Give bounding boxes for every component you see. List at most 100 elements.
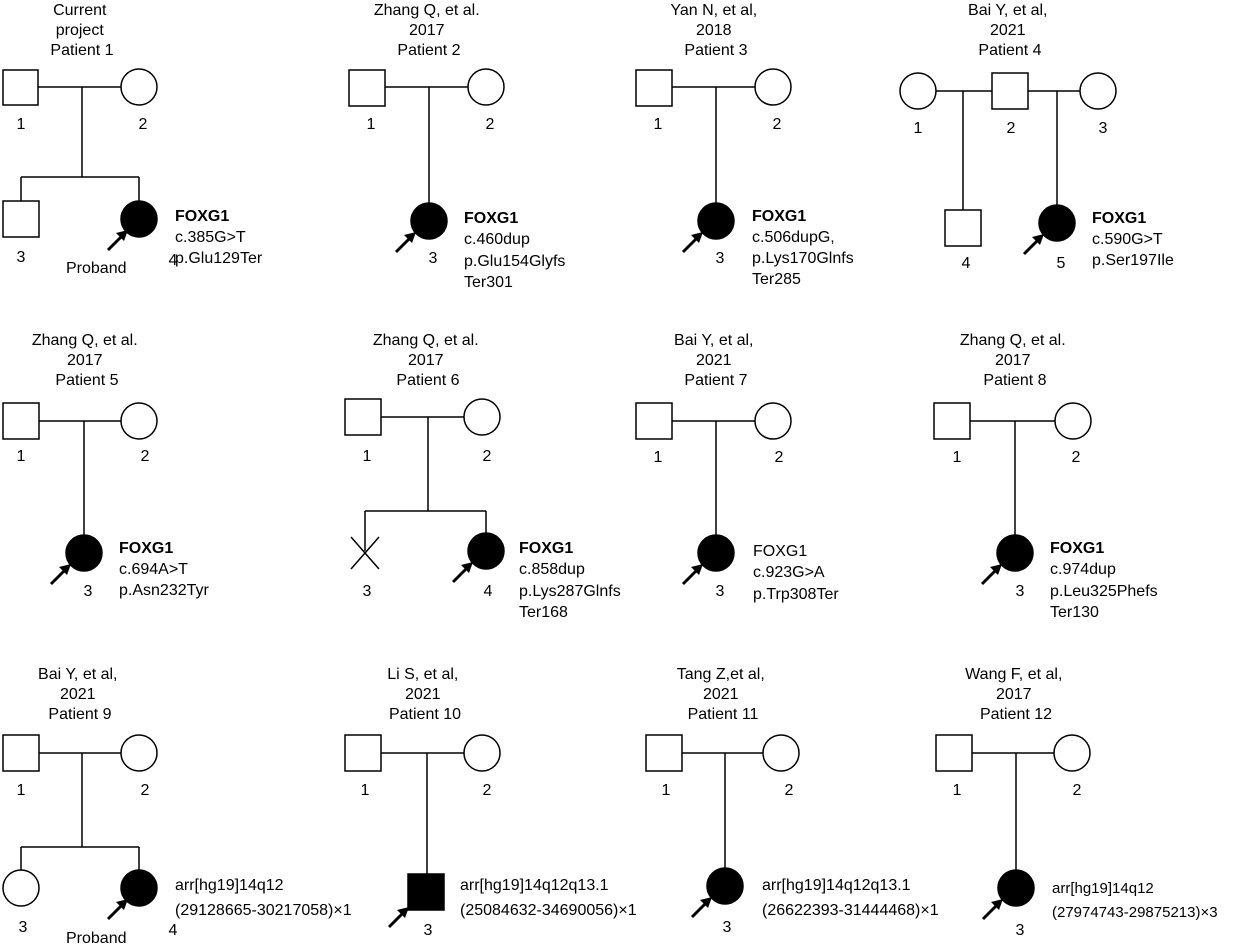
pedigree-patient-1: Current project Patient 1 1 2 3 4 Proban…: [2, 2, 263, 277]
pedigree-title: Li S, et al, 2021 Patient 10: [387, 666, 463, 723]
male-symbol: [344, 398, 382, 436]
member-label: 2: [785, 782, 794, 799]
female-symbol: [463, 734, 501, 772]
member-label: 2: [141, 448, 150, 465]
pedigree-patient-4: Bai Y, et al, 2021 Patient 4 1 2 3 4 5 F…: [899, 2, 1174, 272]
pedigree-title: Yan N, et al, 2018 Patient 3: [670, 2, 761, 59]
male-symbol: [635, 402, 673, 440]
proband-arrow-icon: [690, 897, 712, 919]
variant-text: FOXG1 c.923G>A p.Trp308Ter: [753, 543, 839, 603]
proband-arrow-icon: [49, 564, 71, 586]
proband-arrow-icon: [981, 899, 1003, 921]
male-symbol: [933, 402, 971, 440]
proband-label: Proband: [66, 260, 127, 277]
member-label: 3: [1016, 922, 1025, 939]
member-label: 1: [654, 116, 663, 133]
member-label: 1: [17, 448, 26, 465]
affected-female-symbol: [1038, 204, 1076, 242]
male-symbol: [935, 734, 973, 772]
pedigree-patient-8: Zhang Q, et al. 2017 Patient 8 1 2 3 FOX…: [933, 332, 1162, 621]
variant-text: arr[hg19]14q12 (29128665-30217058)×1: [175, 877, 352, 919]
member-label: 3: [19, 919, 28, 936]
female-symbol: [467, 68, 505, 106]
member-label: 3: [429, 250, 438, 267]
member-label: 2: [486, 116, 495, 133]
member-label: 3: [716, 583, 725, 600]
affected-female-symbol: [65, 534, 103, 572]
member-label: 3: [1016, 583, 1025, 600]
member-label: 4: [962, 255, 971, 272]
member-label: 3: [17, 249, 26, 266]
variant-text: FOXG1 c.694A>T p.Asn232Tyr: [119, 540, 210, 599]
male-symbol: [2, 402, 40, 440]
variant-text: FOXG1 c.974dup p.Leu325Phefs Ter130: [1050, 540, 1162, 621]
affected-female-symbol: [706, 867, 744, 905]
female-symbol: [120, 734, 158, 772]
pedigree-title: Zhang Q, et al. 2017 Patient 8: [960, 332, 1070, 389]
pedigree-title: Bai Y, et al, 2021 Patient 4: [968, 2, 1052, 59]
female-symbol: [463, 398, 501, 436]
affected-female-symbol: [410, 202, 448, 240]
member-label: 3: [723, 919, 732, 936]
member-label: 3: [1099, 120, 1108, 137]
pedigree-title: Zhang Q, et al. 2017 Patient 2: [374, 2, 484, 59]
member-label: 2: [139, 116, 148, 133]
proband-arrow-icon: [394, 232, 416, 254]
pregnancy-loss-symbol: [350, 536, 380, 570]
proband-arrow-icon: [681, 564, 703, 586]
member-label: 3: [424, 922, 433, 939]
proband-arrow-icon: [106, 230, 128, 252]
affected-male-symbol: [407, 873, 445, 911]
male-symbol: [944, 209, 982, 247]
member-label: 2: [483, 782, 492, 799]
member-label: 1: [654, 449, 663, 466]
affected-female-symbol: [120, 200, 158, 238]
member-label: 1: [363, 448, 372, 465]
male-symbol: [348, 69, 386, 107]
proband-arrow-icon: [387, 907, 409, 929]
pedigree-patient-5: Zhang Q, et al. 2017 Patient 5 1 2 3 FOX…: [2, 332, 210, 600]
proband-label: Proband: [66, 930, 127, 947]
pedigree-patient-10: Li S, et al, 2021 Patient 10 1 2 3 arr[h…: [344, 666, 637, 939]
member-label: 1: [361, 782, 370, 799]
variant-text: FOXG1 c.858dup p.Lys287Glnfs Ter168: [519, 540, 625, 621]
pedigree-title: Bai Y, et al, 2021 Patient 9: [38, 666, 122, 723]
variant-text: FOXG1 c.385G>T p.Glu129Ter: [175, 208, 263, 267]
proband-arrow-icon: [1022, 234, 1044, 256]
affected-female-symbol: [996, 534, 1034, 572]
member-label: 2: [775, 449, 784, 466]
affected-female-symbol: [697, 534, 735, 572]
member-label: 1: [662, 782, 671, 799]
variant-text: arr[hg19]14q12q13.1 (25084632-34690056)×…: [460, 877, 637, 919]
male-symbol: [635, 69, 673, 107]
pedigree-title: Zhang Q, et al. 2017 Patient 5: [32, 332, 142, 389]
male-symbol: [2, 200, 40, 238]
pedigree-patient-11: Tang Z,et al, 2021 Patient 11 1 2 3 arr[…: [645, 666, 939, 936]
female-symbol: [762, 734, 800, 772]
pedigree-patient-6: Zhang Q, et al. 2017 Patient 6 1 2 3 4 F…: [344, 332, 625, 621]
member-label: 3: [363, 583, 372, 600]
female-symbol: [1054, 402, 1092, 440]
variant-text: arr[hg19]14q12q13.1 (26622393-31444468)×…: [762, 877, 939, 919]
member-label: 1: [953, 782, 962, 799]
proband-arrow-icon: [681, 232, 703, 254]
member-label: 4: [169, 252, 178, 269]
member-label: 2: [1073, 782, 1082, 799]
male-symbol: [2, 69, 39, 106]
pedigree-patient-12: Wang F, et al, 2017 Patient 12 1 2 3 arr…: [935, 666, 1218, 939]
female-symbol: [1079, 72, 1117, 110]
pedigree-patient-9: Bai Y, et al, 2021 Patient 9 1 2 3 4 Pro…: [2, 666, 352, 947]
proband-arrow-icon: [451, 562, 473, 584]
affected-female-symbol: [697, 202, 735, 240]
female-symbol: [754, 402, 792, 440]
pedigree-title: Tang Z,et al, 2021 Patient 11: [677, 666, 770, 723]
male-symbol: [991, 72, 1029, 110]
member-label: 3: [84, 583, 93, 600]
pedigree-title: Wang F, et al, 2017 Patient 12: [965, 666, 1067, 723]
pedigree-title: Zhang Q, et al. 2017 Patient 6: [373, 332, 483, 389]
member-label: 1: [953, 449, 962, 466]
variant-text: FOXG1 c.506dupG, p.Lys170Glnfs Ter285: [752, 208, 858, 288]
member-label: 2: [1007, 120, 1016, 137]
proband-arrow-icon: [106, 899, 128, 921]
variant-text: FOXG1 c.460dup p.Glu154Glyfs Ter301: [464, 210, 570, 291]
